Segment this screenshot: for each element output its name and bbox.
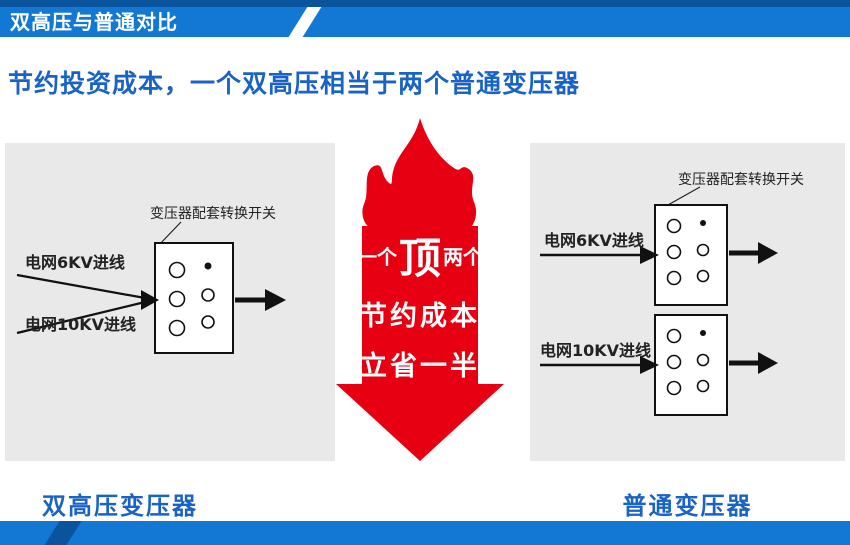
feed-6kv-label: 电网6KV进线 <box>25 253 125 272</box>
switch-label: 变压器配套转换开关 <box>678 172 804 188</box>
dual-voltage-diagram <box>16 221 286 354</box>
feed-10kv-label: 电网10KV进线 <box>540 341 652 360</box>
flame-icon <box>362 118 477 228</box>
input-lines <box>16 273 146 335</box>
footer-slash-decoration <box>44 521 82 545</box>
transformer-box-top <box>654 204 728 306</box>
output-arrowhead-top <box>758 242 778 264</box>
savings-arrow-graphic: 一个顶两个 节约成本 立省一半 <box>330 116 510 461</box>
flame-arrow-shape <box>336 118 504 461</box>
page-title: 双高压与普通对比 <box>10 10 178 34</box>
terminal-circles <box>168 261 215 337</box>
header-slash-decoration <box>288 7 322 37</box>
terminal-circles-bottom <box>666 328 710 396</box>
arrow-body <box>362 226 478 384</box>
output-arrowhead-bottom <box>758 352 778 374</box>
ordinary-caption: 普通变压器 <box>622 492 753 520</box>
slogan-line1: 一个顶两个 <box>330 228 510 283</box>
header-bar: 双高压与普通对比 <box>0 7 850 37</box>
slogan-line3: 立省一半 <box>360 351 480 382</box>
ordinary-panel: 变压器配套转换开关 电网6KV进线 电网10KV进线 <box>530 143 845 461</box>
input-arrowhead-top <box>640 246 659 264</box>
feed-6kv-label: 电网6KV进线 <box>544 231 644 250</box>
transformer-box-bottom <box>654 314 728 416</box>
feed-10kv-label: 电网10KV进线 <box>25 315 137 334</box>
slogan-line1-suffix: 两个 <box>443 244 483 269</box>
switch-label: 变压器配套转换开关 <box>150 206 276 222</box>
slogan-line1-emphasis: 顶 <box>398 233 441 283</box>
slogan-line2: 节约成本 <box>360 301 480 332</box>
output-arrowhead <box>265 289 286 311</box>
header-top-strip <box>0 0 850 7</box>
dual-voltage-panel: 变压器配套转换开关 电网6KV进线 电网10KV进线 <box>5 143 335 461</box>
ordinary-diagram <box>540 186 778 416</box>
footer-bar <box>0 521 850 545</box>
terminal-circles-top <box>666 218 710 286</box>
arrow-head <box>336 384 504 461</box>
input-arrowhead-bottom <box>640 356 659 374</box>
slogan-line1-prefix: 一个 <box>356 244 397 269</box>
transformer-box <box>154 242 234 354</box>
dual-voltage-caption: 双高压变压器 <box>42 492 198 520</box>
input-arrowhead <box>141 290 159 310</box>
subtitle: 节约投资成本，一个双高压相当于两个普通变压器 <box>8 69 581 98</box>
